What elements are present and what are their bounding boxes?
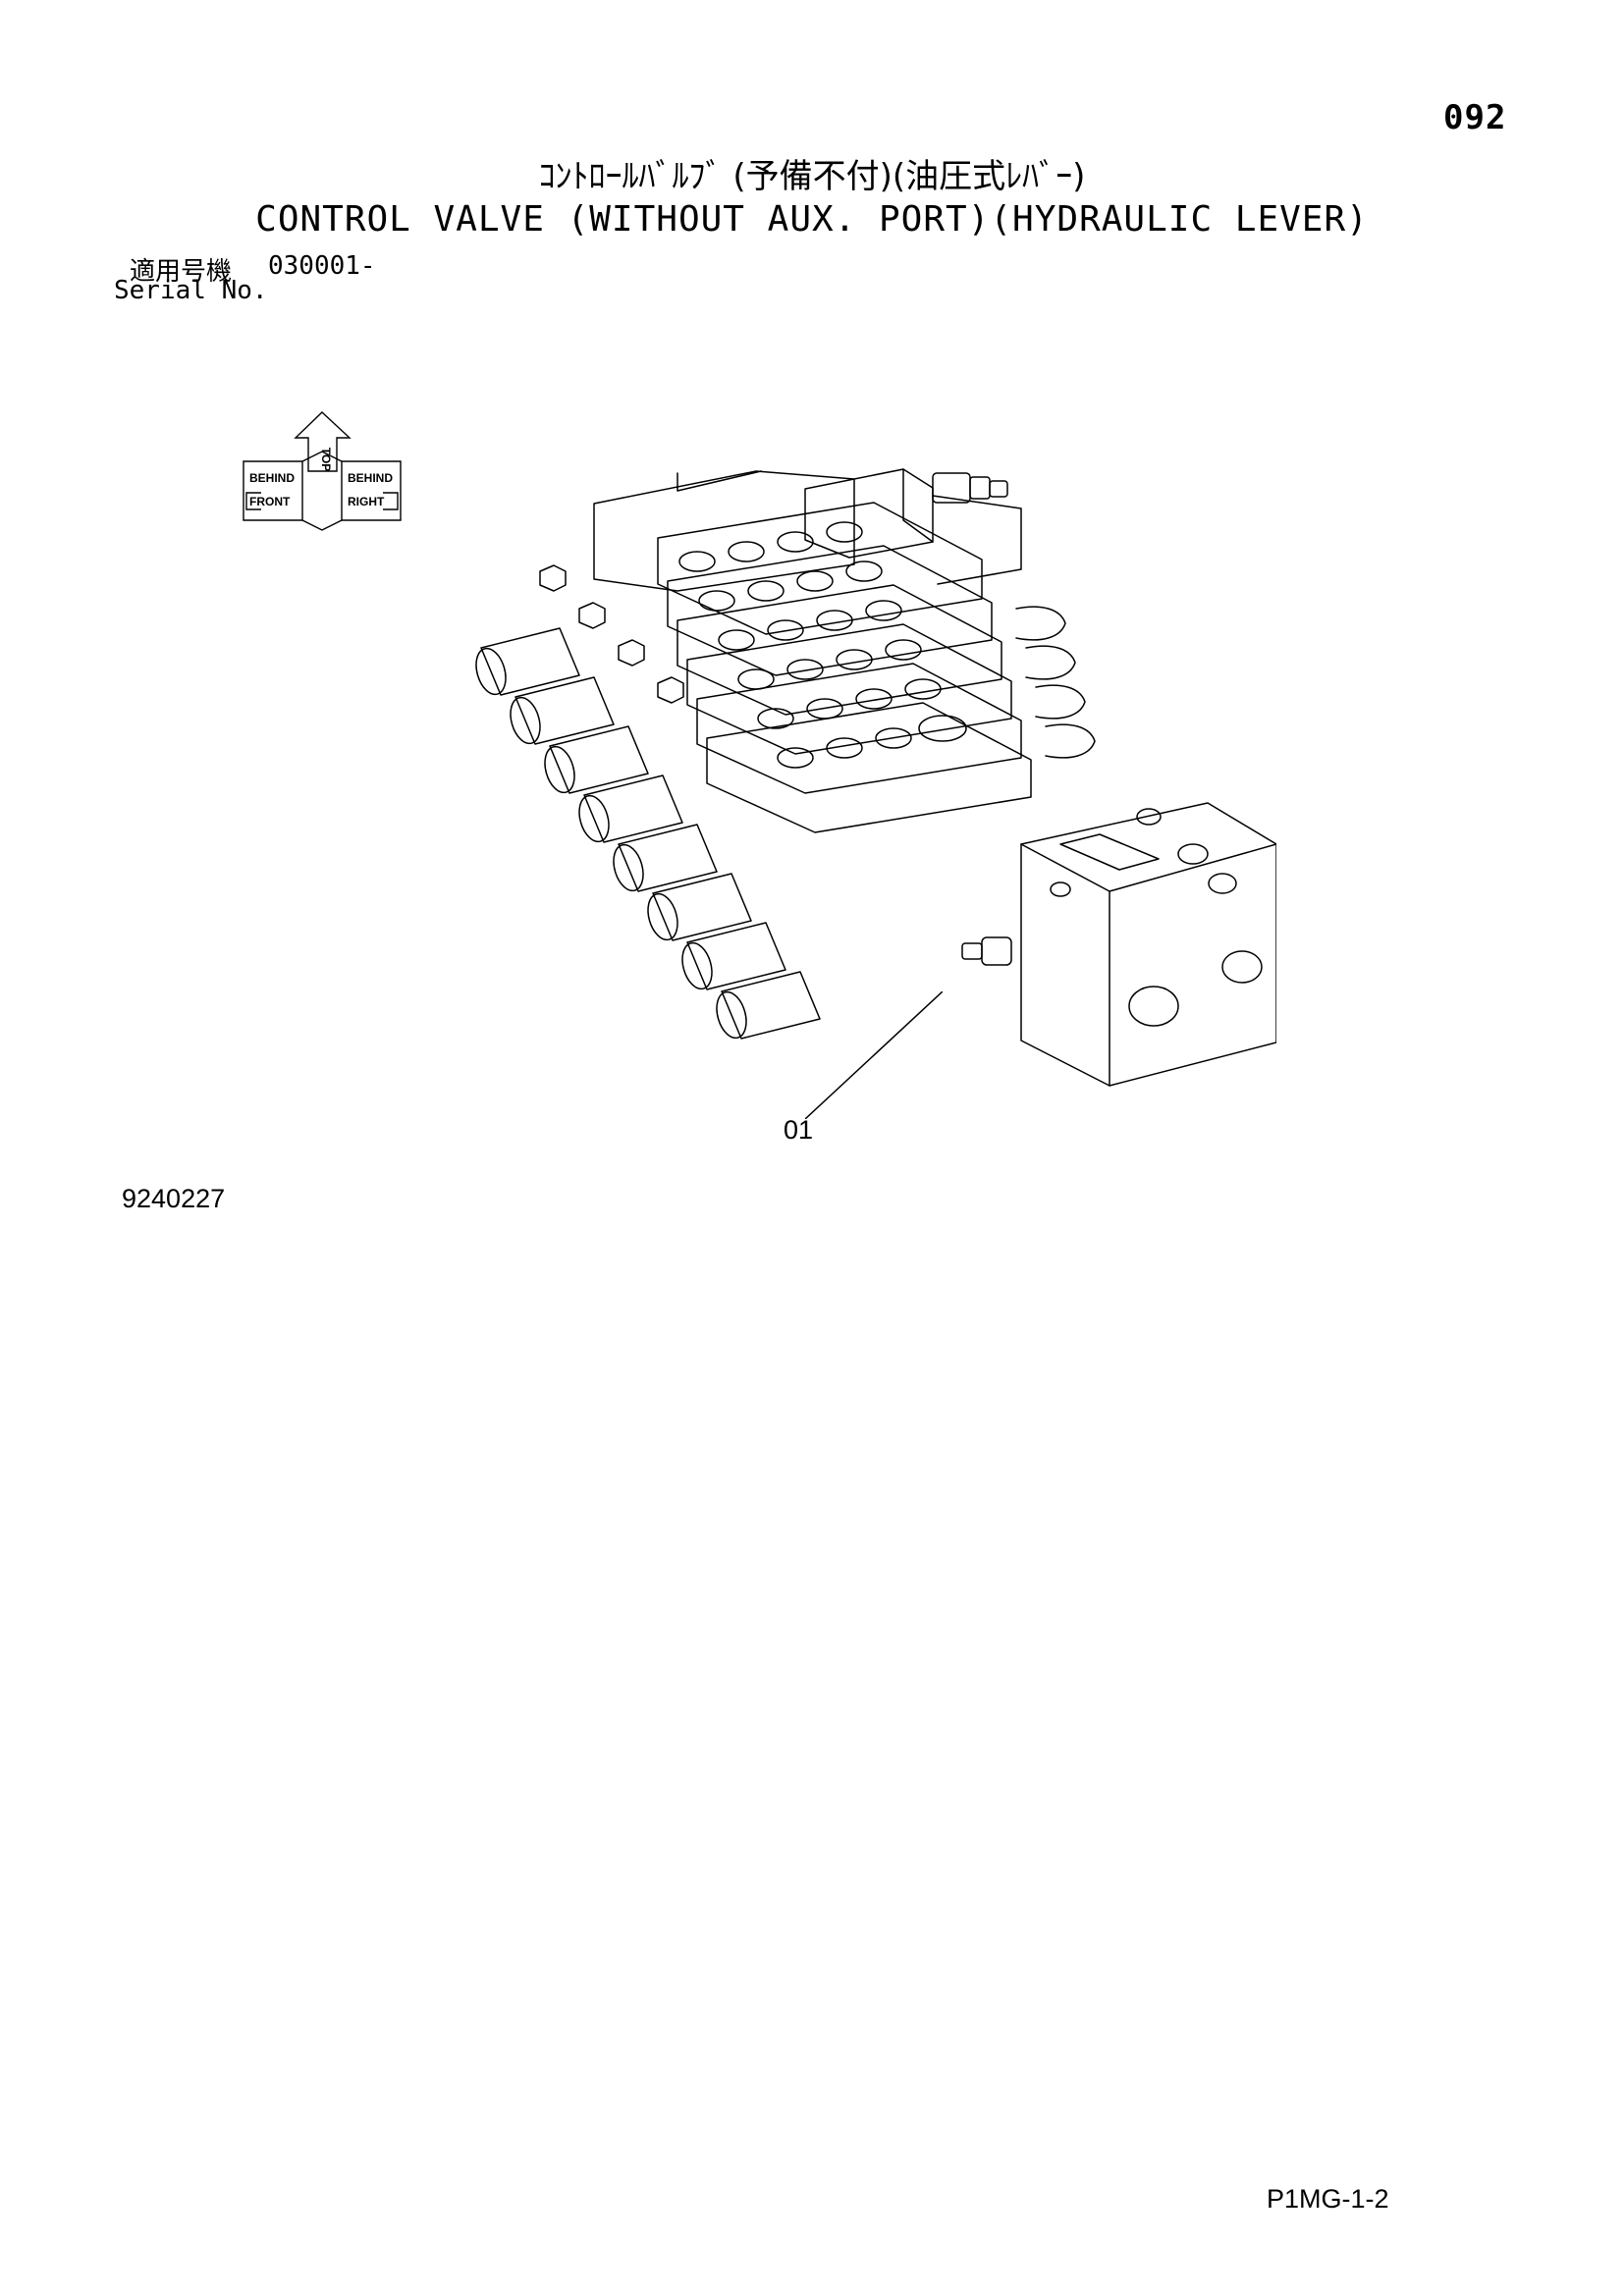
page-title-japanese: ｺﾝﾄﾛｰﾙﾊﾞﾙﾌﾞ (予備不付)(油圧式ﾚﾊﾞｰ) xyxy=(538,157,1086,196)
page-number: 092 xyxy=(1443,98,1507,137)
callout-label-01: 01 xyxy=(784,1115,814,1145)
control-valve-drawing xyxy=(471,422,1276,1090)
orientation-front-label: FRONT xyxy=(249,495,291,508)
footer-code: P1MG-1-2 xyxy=(1267,2184,1389,2214)
orientation-marker-icon: TOP FRONT RIGHT BEHIND BEHIND xyxy=(232,410,418,558)
drawing-number: 9240227 xyxy=(122,1184,226,1213)
orientation-behind-right-label: BEHIND xyxy=(348,471,393,485)
orientation-behind-left-label: BEHIND xyxy=(249,471,295,485)
serial-label-japanese: 適用号機 xyxy=(130,257,233,287)
serial-label-english: Serial No. xyxy=(114,276,268,305)
callout-leader-line xyxy=(805,991,943,1119)
orientation-right-label: RIGHT xyxy=(348,495,385,508)
serial-number-value: 030001- xyxy=(268,251,376,281)
orientation-top-label: TOP xyxy=(319,448,333,471)
page-title-english: CONTROL VALVE (WITHOUT AUX. PORT)(HYDRAU… xyxy=(255,199,1369,240)
